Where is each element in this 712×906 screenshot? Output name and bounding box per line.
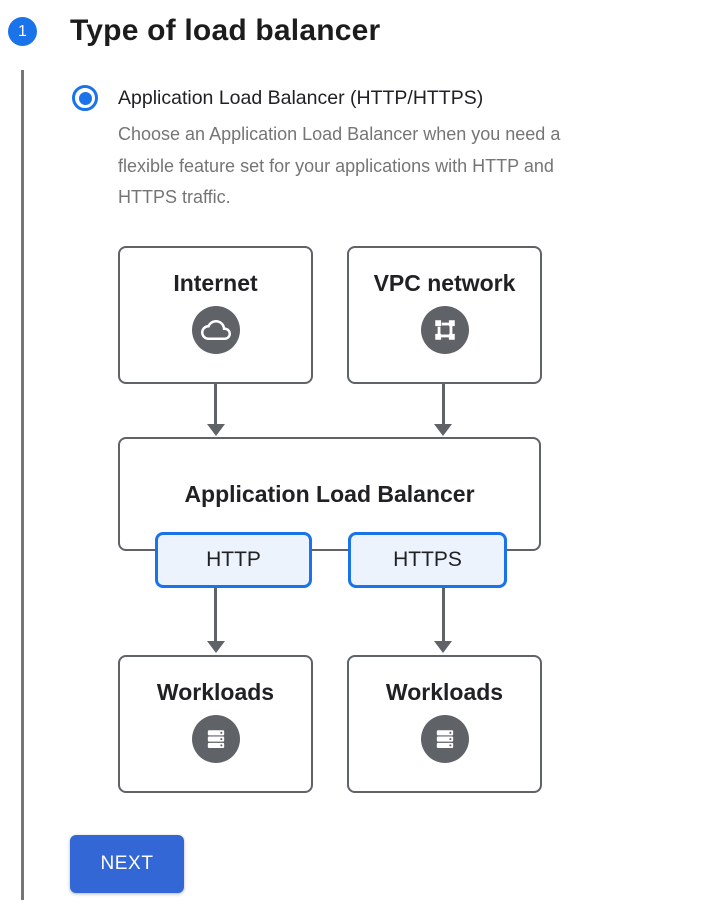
vpc-network-label: VPC network bbox=[373, 270, 516, 296]
workloads-icon bbox=[191, 715, 240, 763]
radio-description: Choose an Application Load Balancer when… bbox=[118, 119, 560, 214]
radio-label[interactable]: Application Load Balancer (HTTP/HTTPS) bbox=[118, 87, 484, 109]
step-rail-line bbox=[21, 70, 24, 900]
diagram-box-vpc-network: VPC network bbox=[347, 246, 542, 384]
arrow-http-to-workloads bbox=[214, 588, 217, 643]
chip-http-label: HTTP bbox=[206, 548, 261, 571]
arrowhead-internet-to-alb bbox=[206, 424, 225, 436]
radio-selected-dot bbox=[78, 91, 92, 105]
step-number-badge: 1 bbox=[8, 17, 37, 46]
radio-description-line: HTTPS traffic. bbox=[118, 187, 231, 207]
internet-label: Internet bbox=[173, 270, 258, 296]
radio-description-line: Choose an Application Load Balancer when… bbox=[118, 124, 561, 144]
chip-https: HTTPS bbox=[348, 532, 507, 588]
diagram-box-workloads-left: Workloads bbox=[118, 655, 313, 793]
arrowhead-https-to-workloads bbox=[434, 641, 452, 653]
vpc-network-icon bbox=[420, 306, 469, 354]
arrowhead-vpc-to-alb bbox=[434, 424, 452, 436]
diagram-box-workloads-right: Workloads bbox=[347, 655, 542, 793]
step-number: 1 bbox=[18, 22, 27, 40]
workloads-icon bbox=[420, 715, 469, 763]
diagram-box-internet: Internet bbox=[118, 246, 313, 384]
radio-description-line: flexible feature set for your applicatio… bbox=[118, 155, 554, 176]
cloud-icon bbox=[191, 306, 240, 354]
arrow-vpc-to-alb bbox=[441, 384, 445, 426]
arrowhead-http-to-workloads bbox=[206, 641, 225, 653]
next-button[interactable]: NEXT bbox=[70, 835, 184, 893]
chip-https-label: HTTPS bbox=[393, 548, 462, 571]
load-balancer-diagram: Internet VPC network bbox=[118, 246, 542, 793]
arrow-https-to-workloads bbox=[441, 588, 445, 643]
page-title: Type of load balancer bbox=[70, 14, 381, 47]
arrow-internet-to-alb bbox=[214, 384, 217, 426]
chip-http: HTTP bbox=[155, 532, 312, 588]
workloads-label: Workloads bbox=[385, 679, 504, 705]
radio-application-load-balancer[interactable] bbox=[72, 85, 98, 111]
workloads-label: Workloads bbox=[156, 679, 275, 705]
alb-label: Application Load Balancer bbox=[184, 480, 475, 507]
